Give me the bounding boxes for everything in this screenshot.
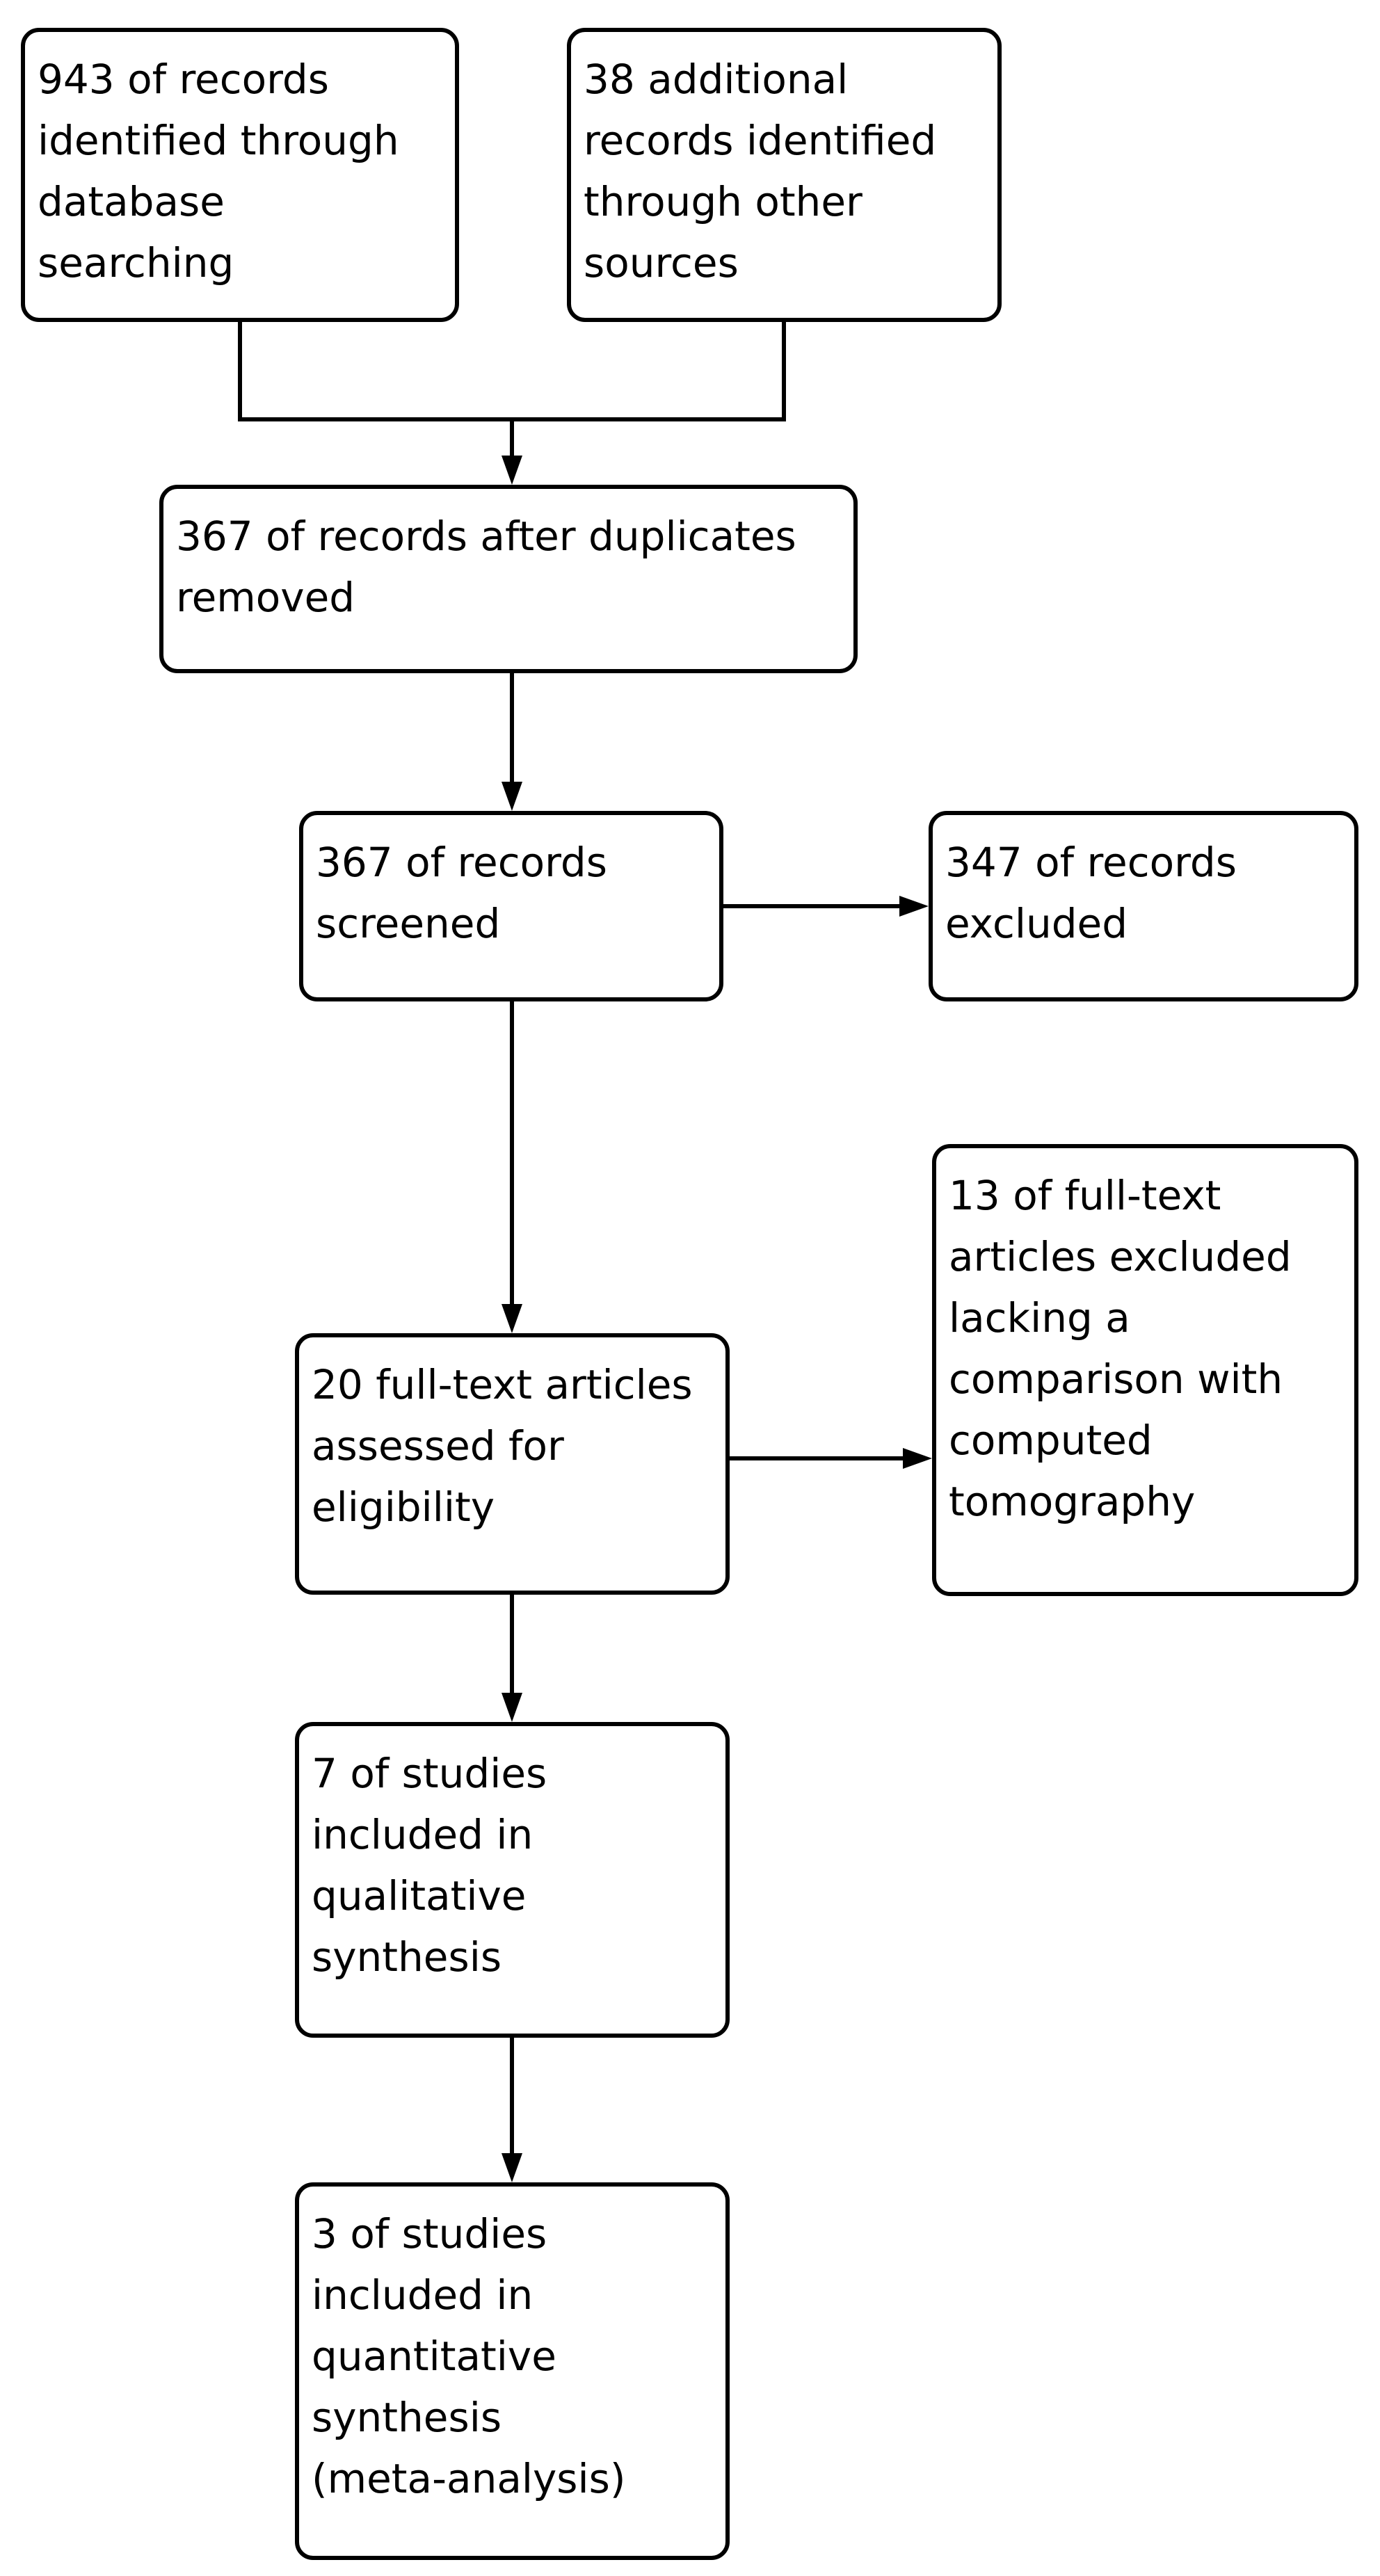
arrowhead-to-excluded: [899, 896, 929, 917]
box-fulltext-excluded: 13 of full-text articles excluded lackin…: [932, 1144, 1358, 1596]
connector-screened-to-assessed: [510, 1001, 514, 1304]
arrowhead-to-quantitative: [502, 2153, 522, 2182]
box-records-screened: 367 of records screened: [299, 811, 723, 1001]
arrowhead-to-ft-excluded: [903, 1448, 932, 1469]
connector-qualitative-to-quantitative: [510, 2038, 514, 2153]
arrowhead-to-screened: [502, 782, 522, 811]
connector-duplicates-to-screened: [510, 673, 514, 782]
connector-assessed-to-qualitative: [510, 1595, 514, 1693]
connector-assessed-to-ft-excluded: [730, 1456, 903, 1460]
box-records-identified: 943 of records identified through databa…: [21, 28, 459, 322]
arrowhead-to-qualitative: [502, 1693, 522, 1722]
connector-stem-additional: [782, 322, 786, 419]
box-additional-records: 38 additional records identified through…: [567, 28, 1002, 322]
arrowhead-to-duplicates: [502, 456, 522, 485]
connector-merge-drop: [510, 417, 514, 457]
arrowhead-to-assessed: [502, 1304, 522, 1333]
box-records-excluded: 347 of records excluded: [929, 811, 1358, 1001]
box-qualitative-synthesis: 7 of studies included in qualitative syn…: [295, 1722, 730, 2038]
box-quantitative-synthesis: 3 of studies included in quantitative sy…: [295, 2182, 730, 2560]
connector-stem-identified: [238, 322, 242, 419]
connector-screened-to-excluded: [723, 904, 899, 908]
box-fulltext-assessed: 20 full-text articles assessed for eligi…: [295, 1333, 730, 1595]
box-duplicates-removed: 367 of records after duplicates removed: [159, 485, 858, 673]
